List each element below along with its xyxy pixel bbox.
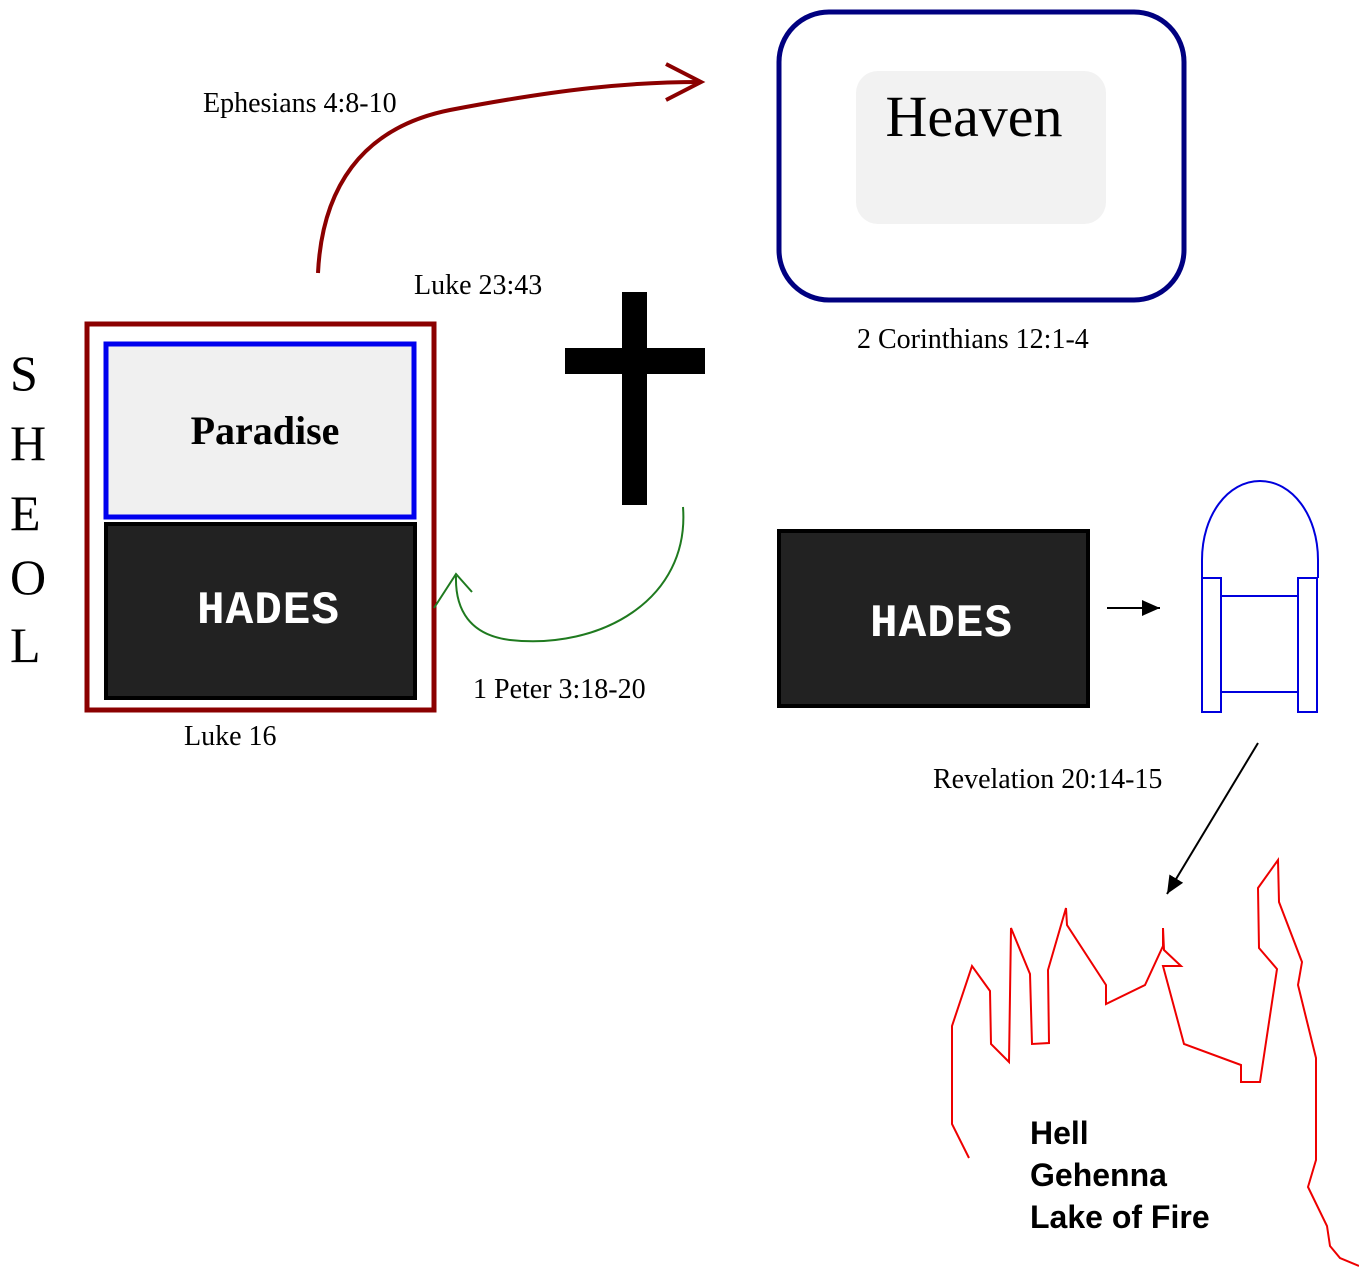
hades-right-label: HADES	[869, 597, 1014, 650]
heaven-label: Heaven	[885, 83, 1063, 149]
lake-of-fire-label: Lake of Fire	[1030, 1199, 1210, 1235]
ascent-arrow	[316, 80, 701, 274]
hades-box-left	[104, 522, 417, 700]
sheol-letter-s: S	[10, 345, 38, 401]
hades-left-label: HADES	[196, 585, 341, 637]
sheol-letter-e: E	[10, 485, 41, 541]
sheol-letter-h: H	[10, 415, 47, 471]
heaven-inner-panel	[856, 71, 1106, 224]
label-revelation: Revelation 20:14-15	[933, 764, 1163, 795]
label-ephesians: Ephesians 4:8-10	[203, 88, 397, 119]
hell-label: Hell	[1030, 1115, 1089, 1151]
label-luke-16: Luke 16	[184, 721, 277, 752]
label-1-peter: 1 Peter 3:18-20	[473, 674, 646, 705]
tomb-icon	[1201, 479, 1319, 713]
sheol-frame	[84, 321, 437, 713]
label-luke-23-43: Luke 23:43	[414, 270, 543, 301]
hades-box-right	[777, 529, 1090, 708]
paradise-box	[103, 341, 417, 520]
cross-icon	[565, 292, 705, 505]
descent-arrowhead	[433, 572, 473, 609]
tomb-to-fire-arrow	[1166, 742, 1259, 895]
sheol-letter-l: L	[10, 617, 41, 673]
paradise-label: Paradise	[190, 408, 340, 453]
gehenna-label: Gehenna	[1030, 1157, 1167, 1193]
label-2-corinthians: 2 Corinthians 12:1-4	[857, 324, 1089, 355]
sheol-letter-o: O	[10, 549, 47, 605]
descent-arrow	[454, 506, 685, 643]
fire-flames-icon	[951, 856, 1359, 1267]
ascent-arrowhead	[665, 62, 706, 102]
hell-label-group: Hell Gehenna Lake of Fire	[1030, 1112, 1210, 1238]
